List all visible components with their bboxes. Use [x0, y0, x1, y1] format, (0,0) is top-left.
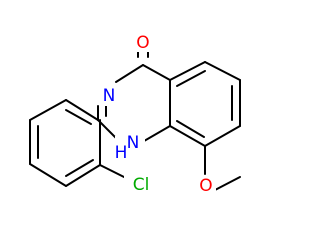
mask-chlorine [124, 173, 156, 195]
atom-labels-group: O N N H Cl O [99, 32, 216, 196]
methoxy-oxygen-label: O [199, 176, 212, 196]
mask-carbonyl-oxygen [133, 32, 153, 52]
bond-c2-c1prime [65, 99, 99, 121]
chlorine-label: Cl [133, 175, 150, 195]
bond-c2-n1 [97, 119, 119, 141]
ring-nitrogen-label: N [103, 86, 116, 106]
bond-c8-c8a-inner [176, 120, 205, 138]
bond-c4-c4a [142, 64, 171, 81]
mask-methoxy-oxygen [196, 175, 216, 195]
molecule-canvas: O N N H Cl O [29, 32, 241, 196]
carbonyl-oxygen-label: O [136, 33, 149, 53]
mask-ring-nitrogen [99, 86, 119, 106]
bond-c4a-c5 [169, 61, 206, 81]
bond-c4-n3 [115, 64, 144, 83]
bond-ar-1 [29, 99, 67, 121]
ring-nh-hydrogen-label: H [115, 143, 128, 163]
bond-c8-c8a [169, 125, 206, 147]
bond-ar-4 [65, 164, 101, 187]
ring-nh-nitrogen-label: N [127, 133, 140, 153]
bond-o-ch3 [214, 176, 241, 191]
bond-c4a-c5-inner [176, 70, 206, 87]
bond-c-cl [99, 164, 127, 179]
mask-ring-nh [115, 136, 145, 158]
bond-c5-c6 [204, 61, 241, 81]
bond-ar-6-inner [65, 109, 92, 125]
bond-ar-3 [29, 163, 67, 187]
structure-diagram: O N N H Cl O [29, 32, 241, 196]
bonds-group [29, 46, 241, 191]
bond-c7-c8 [204, 125, 241, 147]
bond-ar-4-inner [65, 159, 94, 177]
